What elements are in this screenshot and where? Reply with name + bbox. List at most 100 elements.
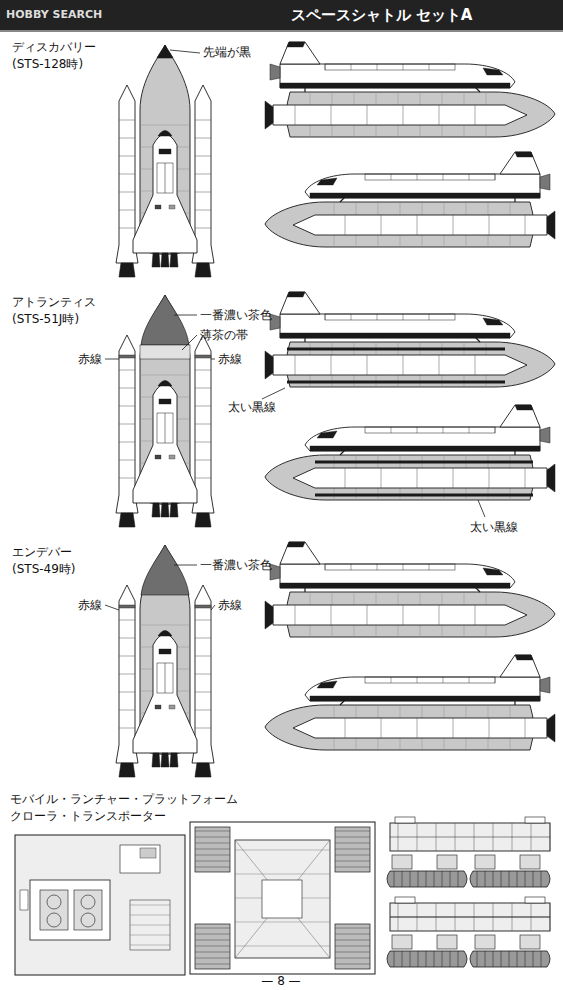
detail-line (235, 946, 330, 947)
detail-line (377, 64, 378, 70)
detail-line (119, 656, 135, 657)
tail-tip (287, 292, 305, 297)
detail-line (235, 840, 330, 958)
detail-line (394, 871, 395, 887)
detail-line (195, 958, 230, 959)
detail-line (345, 468, 346, 488)
crawler-deck (235, 840, 330, 958)
thick-black-line (287, 381, 505, 384)
jack-column (392, 855, 412, 869)
detail-line (331, 105, 332, 125)
detail-line (165, 163, 166, 193)
detail-line (335, 946, 370, 947)
hold-down-post (81, 895, 95, 909)
orbiter-nose (158, 381, 172, 387)
detail-line (381, 718, 382, 738)
jack-column (437, 855, 457, 869)
detail-line (434, 871, 435, 887)
color-callout: 太い黒線 (228, 400, 276, 415)
dark-brown-nose (141, 545, 189, 595)
leader-line (262, 388, 285, 399)
detail-line (442, 871, 443, 887)
srb-nozzle (195, 763, 211, 777)
detail-line (295, 355, 296, 375)
detail-line (533, 871, 534, 887)
hold-down-post (47, 913, 61, 927)
leader-line (105, 359, 119, 360)
cockpit-window (483, 318, 503, 325)
detail-line (477, 871, 478, 887)
detail-line (119, 120, 135, 121)
detail-line (325, 564, 326, 570)
color-callout: 一番濃い茶色 (200, 308, 272, 323)
orbiter (305, 174, 540, 198)
main-engine (161, 503, 169, 517)
detail-line (381, 468, 382, 488)
detail-line (119, 424, 135, 425)
crawler-track (470, 951, 550, 967)
detail-line (119, 478, 135, 479)
crawler-body (390, 823, 550, 851)
detail-line (235, 874, 330, 875)
light-brown-band (140, 345, 190, 359)
cockpit-window (159, 399, 171, 404)
main-engine (152, 503, 160, 517)
detail-line (469, 427, 470, 433)
model-name: ディスカバリー (12, 40, 96, 55)
srb-nozzle (195, 513, 211, 527)
hold-down-post (81, 913, 95, 927)
track-unit (335, 827, 370, 872)
belly-tiles (310, 446, 540, 451)
detail-line (443, 427, 444, 433)
color-callout: 薄茶の帯 (200, 328, 248, 343)
jack-column (520, 855, 540, 869)
detail-line (195, 831, 230, 832)
detail-line (140, 375, 190, 376)
orbiter (133, 634, 197, 753)
color-callout: 赤線 (218, 598, 242, 613)
detail-line (517, 871, 518, 887)
detail-line (195, 638, 211, 639)
detail-line (335, 964, 370, 965)
detail-line (119, 156, 135, 157)
belly-tiles (310, 696, 540, 701)
cockpit-window (317, 178, 337, 185)
track-unit (195, 924, 230, 969)
flag-mark (155, 455, 161, 459)
cockpit-window (483, 568, 503, 575)
detail-line (525, 718, 526, 738)
color-callout: 太い黒線 (470, 520, 518, 535)
shuttle-side-view (265, 655, 555, 750)
color-callout: 赤線 (78, 598, 102, 613)
detail-line (195, 934, 230, 935)
detail-line (331, 605, 332, 625)
detail-line (331, 355, 332, 375)
detail-line (295, 105, 296, 125)
detail-line (195, 156, 211, 157)
orbiter (305, 427, 540, 451)
red-line-band (195, 605, 211, 608)
header-rule (0, 30, 563, 32)
detail-line (403, 355, 404, 375)
detail-line (429, 314, 430, 320)
srb-nozzle (119, 763, 135, 777)
crawler-frame (190, 822, 375, 974)
thick-black-line (287, 348, 505, 351)
jack-column (437, 935, 457, 949)
color-callout: 先端が黒 (203, 45, 251, 60)
crawler-body (390, 903, 550, 931)
mobile-launcher-platform (15, 835, 185, 975)
detail-line (442, 951, 443, 967)
shuttle-side-view (265, 152, 555, 247)
thick-black-line (315, 461, 533, 464)
detail-line (495, 427, 496, 433)
detail-line (195, 728, 211, 729)
srb (273, 105, 527, 125)
detail-line (130, 945, 170, 946)
detail-line (417, 215, 418, 235)
detail-line (195, 210, 211, 211)
detail-line (377, 564, 378, 570)
belly-tiles (280, 583, 510, 588)
srb-nozzle (547, 211, 555, 239)
main-engine (540, 174, 550, 190)
